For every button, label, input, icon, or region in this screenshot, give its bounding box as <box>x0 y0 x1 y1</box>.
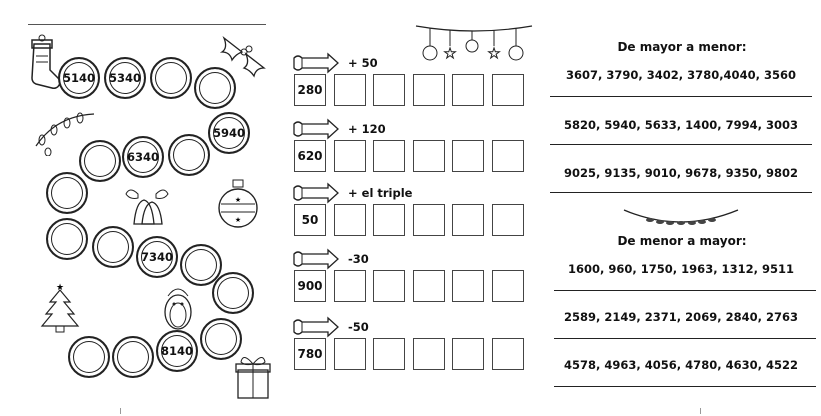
start-number-box: 280 <box>294 74 326 106</box>
answer-box[interactable] <box>412 204 445 236</box>
start-number-box: 50 <box>294 204 326 236</box>
garland-icon: ★ ★ <box>415 25 533 63</box>
path-circle-filled: 5140 <box>58 57 100 99</box>
path-circle-empty[interactable] <box>46 172 88 214</box>
answer-box[interactable] <box>373 270 405 302</box>
path-circle-empty[interactable] <box>92 226 134 268</box>
path-circle-empty[interactable] <box>68 336 110 378</box>
gift-icon <box>235 357 271 399</box>
desc-sequence: 5820, 5940, 5633, 1400, 7994, 3003 <box>564 118 798 132</box>
start-number-box: 620 <box>294 140 326 172</box>
path-circle-empty[interactable] <box>79 140 121 182</box>
operation-label: -30 <box>348 252 369 266</box>
answer-line[interactable] <box>554 386 816 387</box>
arrow-banner-icon <box>293 248 339 270</box>
path-circle-empty[interactable] <box>168 134 210 176</box>
answer-box[interactable] <box>452 204 484 236</box>
path-circle-filled: 5340 <box>104 57 146 99</box>
answer-box[interactable] <box>333 204 366 236</box>
operation-label: + 120 <box>348 122 386 136</box>
path-circle-filled: 8140 <box>156 330 198 372</box>
answer-box[interactable] <box>373 338 405 370</box>
laurel-divider-icon <box>623 209 739 225</box>
answer-box[interactable] <box>412 140 445 172</box>
operation-label: + 50 <box>348 56 378 70</box>
answer-line[interactable] <box>550 96 812 97</box>
svg-text:★: ★ <box>235 196 241 204</box>
start-number-box: 780 <box>294 338 326 370</box>
answer-line[interactable] <box>550 144 812 145</box>
path-circle-empty[interactable] <box>212 272 254 314</box>
asc-sequence: 4578, 4963, 4056, 4780, 4630, 4522 <box>564 358 798 372</box>
answer-box[interactable] <box>412 338 445 370</box>
bells-icon <box>125 189 169 225</box>
start-number-box: 900 <box>294 270 326 302</box>
tree-icon: ★ <box>40 283 80 333</box>
path-circle-filled: 7340 <box>136 236 178 278</box>
answer-box[interactable] <box>333 338 366 370</box>
arrow-banner-icon <box>293 118 339 140</box>
answer-box[interactable] <box>333 140 366 172</box>
answer-line[interactable] <box>554 338 816 339</box>
holly-icon <box>219 36 266 78</box>
answer-box[interactable] <box>452 338 484 370</box>
ornament-icon: ★ ★ <box>218 179 258 228</box>
operation-label: -50 <box>348 320 369 334</box>
svg-text:★: ★ <box>488 46 501 62</box>
path-circle-empty[interactable] <box>112 336 154 378</box>
answer-line[interactable] <box>554 290 816 291</box>
svg-text:★: ★ <box>235 216 241 224</box>
asc-sequence: 2589, 2149, 2371, 2069, 2840, 2763 <box>564 310 798 324</box>
answer-box[interactable] <box>452 140 484 172</box>
answer-box[interactable] <box>452 74 484 106</box>
answer-box[interactable] <box>412 270 445 302</box>
answer-box[interactable] <box>491 140 524 172</box>
top-divider <box>28 24 266 25</box>
desc-sequence: 3607, 3790, 3402, 3780,4040, 3560 <box>566 68 796 82</box>
answer-box[interactable] <box>373 140 405 172</box>
answer-box[interactable] <box>491 74 524 106</box>
answer-line[interactable] <box>550 192 812 193</box>
answer-box[interactable] <box>491 338 524 370</box>
arrow-banner-icon <box>293 316 339 338</box>
page-mark <box>700 408 701 414</box>
desc-title: De mayor a menor: <box>617 40 747 54</box>
svg-text:★: ★ <box>444 46 457 62</box>
page-mark <box>120 408 121 414</box>
answer-box[interactable] <box>491 204 524 236</box>
answer-box[interactable] <box>452 270 484 302</box>
lights-icon <box>35 112 95 156</box>
path-circle-empty[interactable] <box>194 67 236 109</box>
answer-box[interactable] <box>373 74 405 106</box>
answer-box[interactable] <box>333 270 366 302</box>
path-circle-empty[interactable] <box>46 218 88 260</box>
arrow-banner-icon <box>293 52 339 74</box>
svg-text:★: ★ <box>56 283 64 293</box>
path-circle-filled: 5940 <box>208 112 250 154</box>
penguin-icon <box>164 288 192 330</box>
desc-sequence: 9025, 9135, 9010, 9678, 9350, 9802 <box>564 166 798 180</box>
path-circle-empty[interactable] <box>180 244 222 286</box>
answer-box[interactable] <box>373 204 405 236</box>
asc-sequence: 1600, 960, 1750, 1963, 1312, 9511 <box>568 262 794 276</box>
path-circle-empty[interactable] <box>200 318 242 360</box>
operation-label: + el triple <box>348 186 413 200</box>
answer-box[interactable] <box>412 74 445 106</box>
arrow-banner-icon <box>293 182 339 204</box>
answer-box[interactable] <box>491 270 524 302</box>
path-circle-empty[interactable] <box>150 57 192 99</box>
asc-title: De menor a mayor: <box>617 234 747 248</box>
path-circle-filled: 6340 <box>122 136 164 178</box>
answer-box[interactable] <box>333 74 366 106</box>
